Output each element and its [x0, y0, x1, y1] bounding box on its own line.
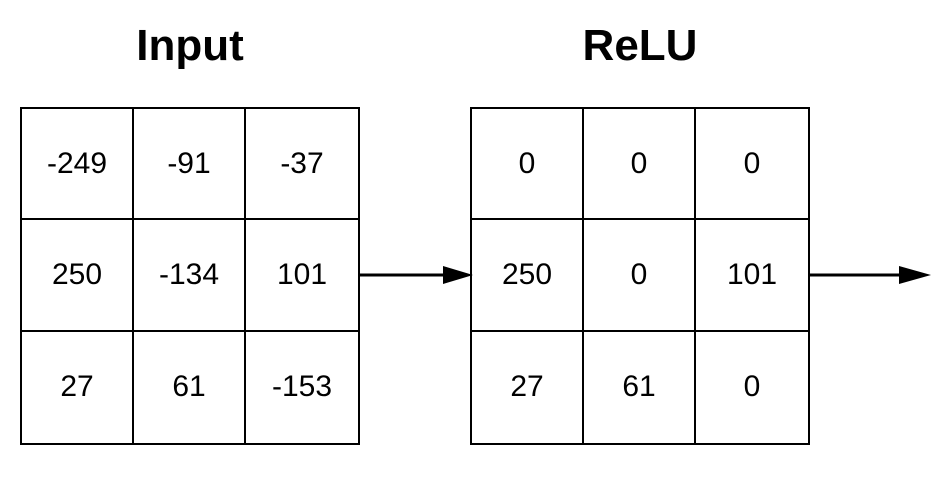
- arrow-right-icon: [359, 266, 473, 284]
- input-cell-0-0: -249: [22, 109, 134, 221]
- input-cell-0-1: -91: [134, 109, 246, 221]
- input-cell-2-1: 61: [134, 331, 246, 443]
- relu-cell-0-1: 0: [584, 109, 696, 221]
- relu-cell-1-1: 0: [584, 220, 696, 332]
- relu-cell-1-0: 250: [472, 220, 584, 332]
- input-title: Input: [136, 21, 244, 70]
- input-cell-1-1: -134: [134, 220, 246, 332]
- input-cell-2-0: 27: [22, 331, 134, 443]
- arrow-right-icon: [809, 266, 931, 284]
- relu-cell-2-1: 61: [584, 331, 696, 443]
- relu-cell-0-2: 0: [696, 109, 808, 221]
- relu-cell-2-2: 0: [743, 370, 761, 404]
- relu-cell-1-2: 101: [696, 220, 808, 332]
- relu-cell-2-0: 27: [472, 331, 584, 443]
- input-cell-1-0: 250: [22, 220, 134, 332]
- input-cell-2-2: -153: [271, 370, 333, 404]
- input-cell-0-2: -37: [246, 109, 358, 221]
- input-matrix: -249 -91 -37 250 -134 101 27 61 -153: [20, 107, 360, 445]
- relu-cell-0-0: 0: [472, 109, 584, 221]
- relu-matrix: 0 0 0 250 0 101 27 61 0: [470, 107, 810, 445]
- relu-title: ReLU: [582, 21, 698, 70]
- input-cell-1-2: 101: [246, 220, 358, 332]
